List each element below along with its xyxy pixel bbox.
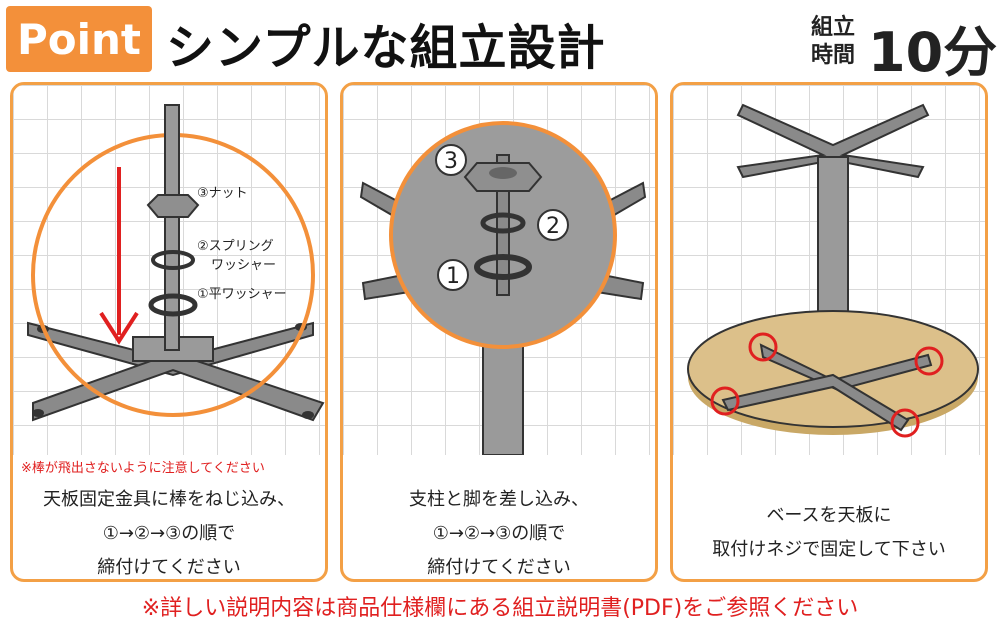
point-badge: Point: [6, 6, 152, 72]
step-panel-1: ③ナット ②スプリング ワッシャー ①平ワッシャー ※棒が飛出さないように注意し…: [10, 82, 328, 582]
page-title: シンプルな組立設計: [166, 20, 606, 76]
caption-line: 天板固定金具に棒をねじ込み、: [43, 489, 295, 510]
caption-panel-2: 支柱と脚を差し込み、 ①→②→③の順で 締付けてください: [343, 483, 655, 579]
assembly-time-value: 10分: [868, 21, 998, 84]
step-number-3: 3: [444, 149, 458, 174]
label-flat-washer: ①平ワッシャー: [197, 287, 287, 302]
caption-panel-1: 天板固定金具に棒をねじ込み、 ①→②→③の順で 締付けてください: [13, 483, 325, 579]
caption-line: 取付けネジで固定して下さい: [712, 539, 946, 560]
caption-line: 支柱と脚を差し込み、: [409, 489, 589, 510]
caption-line: 締付けてください: [427, 557, 571, 578]
warning-text: ※棒が飛出さないように注意してください: [21, 461, 265, 476]
caption-line: ①→②→③の順で: [102, 523, 236, 544]
label-spring-washer-line2: ワッシャー: [211, 258, 276, 273]
step-number-2: 2: [546, 214, 560, 239]
footer-note: ※詳しい説明内容は商品仕様欄にある組立説明書(PDF)をご参照ください: [141, 596, 859, 621]
step-panel-3: ベースを天板に 取付けネジで固定して下さい: [670, 82, 988, 582]
step-number-1: 1: [446, 264, 460, 289]
caption-line: ベースを天板に: [766, 505, 892, 526]
caption-panel-3: ベースを天板に 取付けネジで固定して下さい: [673, 499, 985, 567]
assembly-time-label: 組立 時間: [808, 14, 858, 70]
rod-assembly-illustration: ③ナット ②スプリング ワッシャー ①平ワッシャー: [27, 104, 325, 422]
leg-assembly-illustration: 3 2 1: [359, 121, 647, 455]
base-attachment-illustration: [687, 103, 979, 438]
label-spring-washer-line1: ②スプリング: [197, 239, 274, 254]
caption-line: ①→②→③の順で: [432, 523, 566, 544]
time-label-line1: 組立: [810, 15, 855, 40]
step-panel-2: 3 2 1 支柱と脚を差し込み、 ①→②→③の順で 締付けてください: [340, 82, 658, 582]
time-label-line2: 時間: [810, 43, 855, 68]
caption-line: 締付けてください: [97, 557, 241, 578]
label-nut: ③ナット: [197, 186, 248, 201]
